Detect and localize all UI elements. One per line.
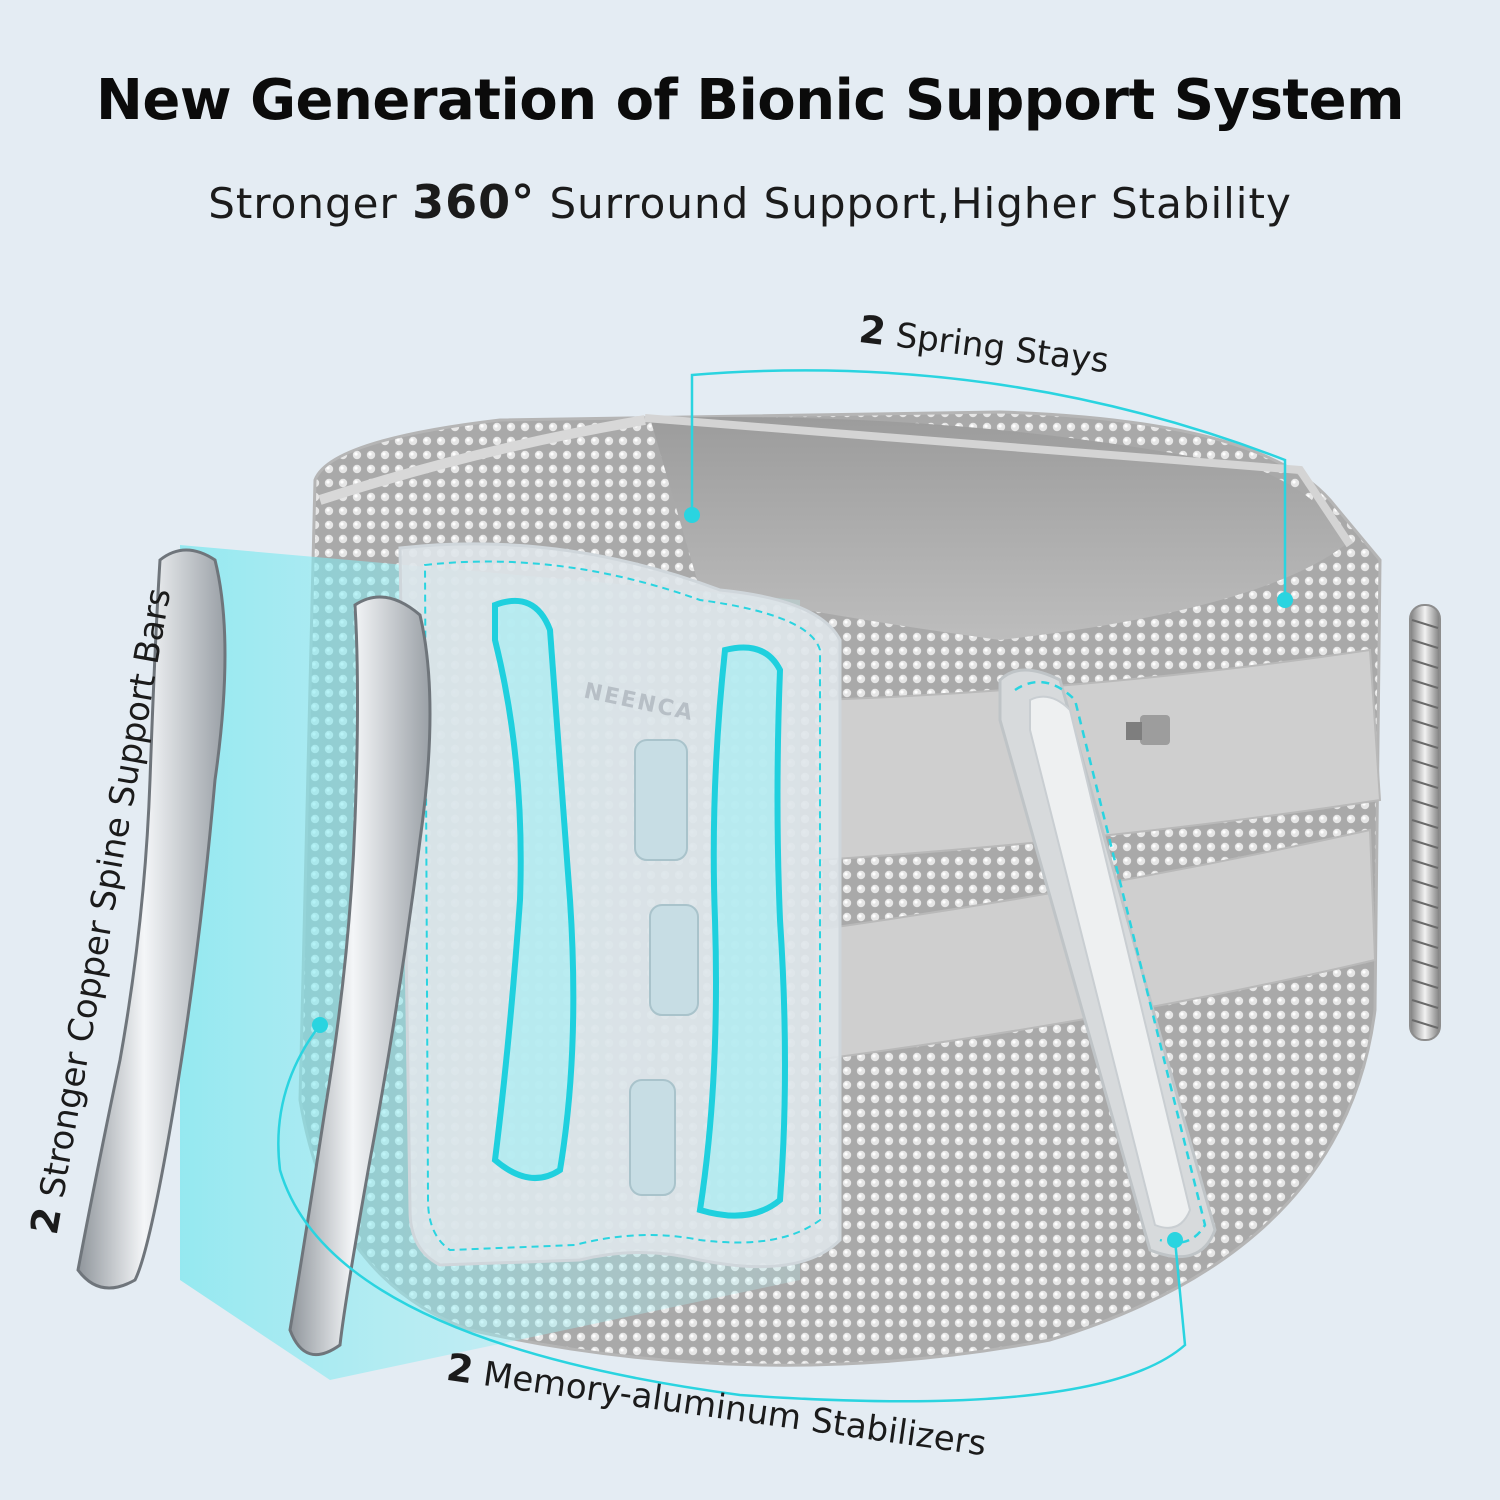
- subtitle-post: Surround Support,Higher Stability: [535, 179, 1292, 228]
- page-subtitle: Stronger 360° Surround Support,Higher St…: [0, 175, 1500, 229]
- spring-stay-coil: [1409, 604, 1441, 1041]
- callout-dots: [312, 507, 1293, 1248]
- callout-lines: [277, 369, 1287, 1403]
- subtitle-pre: Stronger: [208, 179, 413, 228]
- side-stay: [998, 668, 1217, 1259]
- subtitle-highlight: 360°: [412, 175, 536, 229]
- copper-support-bars: [76, 548, 432, 1356]
- page-title: New Generation of Bionic Support System: [95, 68, 1405, 133]
- lumbar-panel: [398, 542, 842, 1269]
